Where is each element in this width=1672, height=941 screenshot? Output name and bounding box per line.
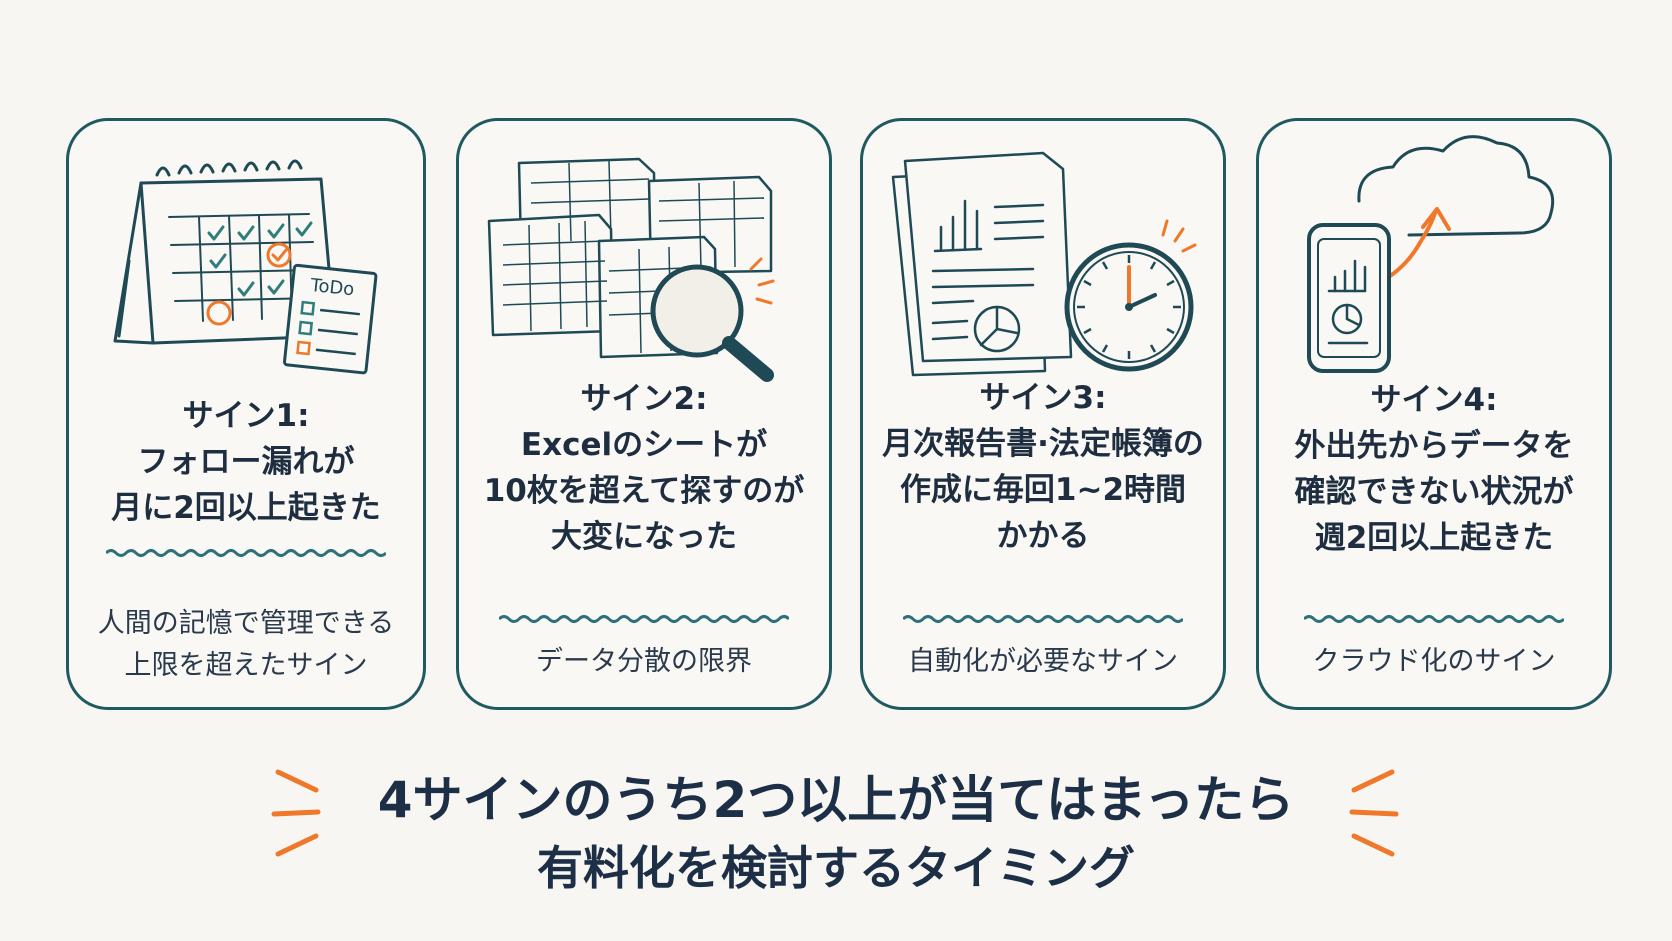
- svg-text:ToDo: ToDo: [309, 275, 356, 301]
- wave-divider: [903, 615, 1183, 623]
- conclusion-line-1: 4サインのうち2つ以上が当てはまったら: [377, 771, 1295, 829]
- report-clock-icon: [891, 151, 1197, 377]
- calendar-todo-icon: ToDo: [113, 159, 378, 375]
- sign-card-2: サイン2: Excelのシートが 10枚を超えて探すのが 大変になった データ分…: [456, 118, 832, 710]
- sign-note-4: クラウド化のサイン: [1312, 646, 1556, 677]
- emphasis-lines-right-icon: [1349, 769, 1399, 857]
- sign-number: サイン1:: [182, 398, 310, 434]
- sign-card-1: ToDo サイン1: フォロー漏れが 月に2回以上起きた 人間の記憶で管理できる…: [66, 118, 426, 710]
- sign-title-1: サイン1: フォロー漏れが 月に2回以上起きた: [69, 393, 423, 531]
- sign-title-4: サイン4: 外出先からデータを 確認できない状況が 週2回以上起きた: [1294, 382, 1574, 556]
- wave-divider: [499, 615, 789, 623]
- sign-note-1: 人間の記憶で管理できる 上限を超えたサイン: [97, 608, 395, 681]
- conclusion-line-2: 有料化を検討するタイミング: [537, 841, 1135, 895]
- wave-divider: [1304, 615, 1564, 623]
- emphasis-lines-left-icon: [271, 769, 321, 857]
- sign-text: フォロー漏れが: [137, 444, 355, 480]
- sign-note-2: データ分散の限界: [536, 646, 752, 677]
- spreadsheets-magnifier-icon: [487, 157, 775, 382]
- phone-cloud-icon: [1307, 135, 1555, 373]
- sign-card-4: サイン4: 外出先からデータを 確認できない状況が 週2回以上起きた クラウド化…: [1256, 118, 1612, 710]
- sign-text: 月に2回以上起きた: [111, 490, 381, 526]
- sign-title-3: サイン3: 月次報告書·法定帳簿の 作成に毎回1~2時間 かかる: [882, 380, 1204, 554]
- sign-note-3: 自動化が必要なサイン: [908, 646, 1178, 677]
- sign-card-3: サイン3: 月次報告書·法定帳簿の 作成に毎回1~2時間 かかる 自動化が必要な…: [860, 118, 1226, 710]
- wave-divider: [106, 549, 386, 557]
- sign-title-2: サイン2: Excelのシートが 10枚を超えて探すのが 大変になった: [483, 381, 805, 555]
